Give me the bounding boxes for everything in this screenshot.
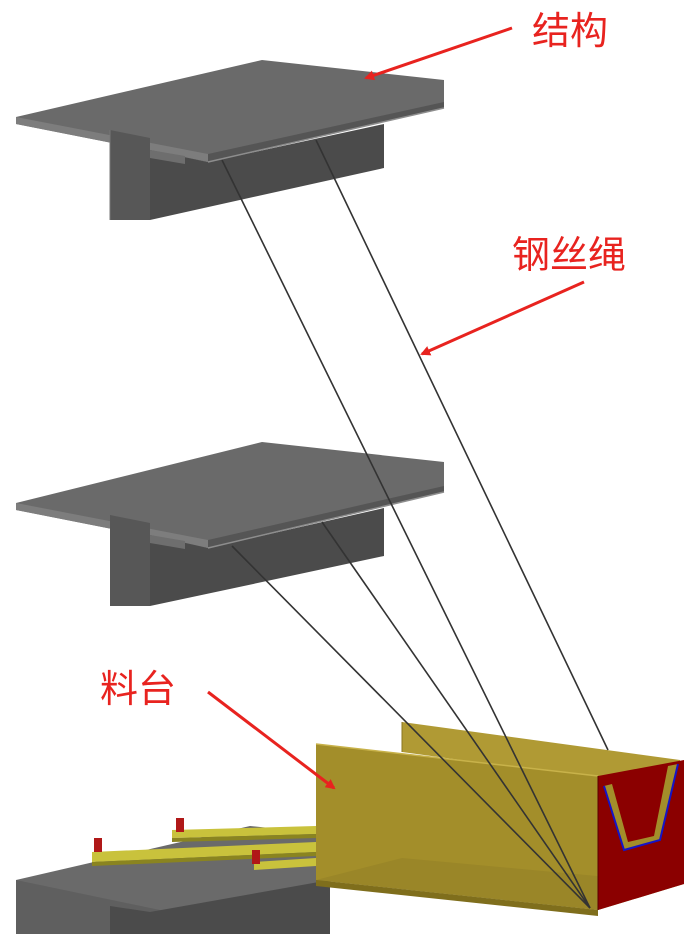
arrow-icon	[420, 280, 585, 356]
arrow-icon	[207, 690, 336, 790]
annotation-arrows	[207, 26, 585, 790]
bolt-icon	[252, 850, 260, 864]
platform-rails	[92, 818, 316, 870]
wire-rope-line	[315, 139, 609, 751]
label-wire-rope: 钢丝绳	[512, 233, 626, 277]
arrow-icon	[364, 26, 513, 81]
upper-structure-slab	[16, 60, 445, 220]
material-platform	[315, 722, 684, 916]
wire-ropes	[221, 139, 609, 909]
label-structure: 结构	[532, 9, 608, 53]
label-platform: 料台	[100, 667, 176, 711]
wire-rope-line	[221, 159, 591, 909]
wire-rope-line	[231, 545, 591, 909]
wire-rope-line	[321, 521, 591, 909]
bolt-icon	[94, 838, 102, 852]
lower-structure-slab	[16, 826, 330, 934]
bolt-icon	[176, 818, 184, 832]
middle-structure-slab	[16, 442, 445, 606]
